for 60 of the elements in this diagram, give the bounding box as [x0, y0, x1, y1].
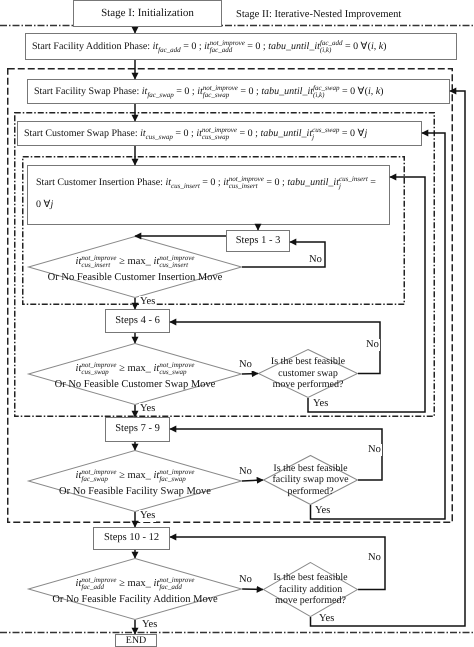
box-text: Start Facility Addition Phase: it$_{fac_add}$ = 0 ; it$_{fac_add}$$^{not_improve}$ = 0 ; tabu_until_it$_{(i,k)}$$^{fac_add}$ = 0 ∀(i, k) [32, 40, 387, 52]
decision-diamond [262, 454, 359, 506]
edge-label: Yes [139, 296, 156, 308]
process-box [73, 0, 222, 27]
condition-text: Or No Feasible Customer Insertion Move [48, 272, 222, 285]
decision-question: Is the best feasible facility swap move performed? [271, 462, 350, 498]
flow-arrow [132, 512, 138, 528]
flow-arrow [132, 550, 138, 559]
loop-boundary [14, 112, 435, 417]
flow-arrow [310, 130, 446, 520]
box-text: Start Facility Swap Phase: it$_{fac_swap}$ = 0 ; it$_{fac_swap}$$^{not_improve}$ = 0 ; tabu_until_it$_{(i,k)}$$^{fac_swap}$ = 0 ∀(i, k) [34, 86, 384, 98]
loop-boundary [7, 68, 453, 523]
condition-text: Or No Feasible Facility Addition Move [52, 594, 218, 607]
box-text: Steps 10 - 12 [104, 532, 160, 545]
flow-arrow [242, 476, 264, 484]
flow-arrow [132, 146, 138, 166]
stage-label: Stage II: Iterative-Nested Improvement [235, 9, 402, 21]
condition-text: Or No Feasible Facility Swap Move [59, 486, 211, 499]
process-box [93, 527, 170, 550]
decision-question: Is the best feasible customer swap move performed? [270, 356, 346, 391]
flow-arrow [242, 586, 264, 593]
loop-boundary [22, 156, 405, 305]
edge-label: No [365, 339, 380, 351]
process-box [17, 121, 422, 146]
process-box [105, 417, 170, 442]
flow-arrow [254, 224, 262, 231]
process-box [115, 634, 157, 647]
box-text: Stage I: Initialization [101, 6, 194, 20]
box-text: Steps 4 - 6 [115, 314, 160, 328]
box-text: END [126, 634, 146, 646]
flow-arrow [132, 333, 138, 344]
flow-arrow [132, 26, 138, 34]
process-box [27, 165, 390, 225]
box-text: Steps 7 - 9 [115, 423, 160, 436]
flow-arrow [132, 405, 138, 418]
flow-arrow [132, 298, 138, 310]
flow-arrow [307, 174, 426, 413]
flow-arrow [134, 232, 226, 240]
flow-arrow [132, 104, 138, 122]
box-text: Start Customer Insertion Phase: it$_{cus_insert}$ = 0 ; it$_{cus_insert}$$^{not_improve}$ = 0 ; tabu_until_it$_{j}$$^{cus_insert}$ = 0 ∀j [36, 174, 377, 212]
flow-arrow [132, 442, 138, 451]
flow-arrow [242, 370, 259, 378]
process-box [226, 230, 290, 252]
flow-arrow [132, 60, 138, 80]
decision-question: Is the best feasible facility addition move performed? [272, 572, 349, 607]
condition-text: Or No Feasible Customer Swap Move [54, 379, 216, 392]
edge-label: No [238, 359, 253, 371]
process-box [27, 79, 450, 104]
box-text: Steps 1 - 3 [236, 234, 280, 248]
process-box [105, 309, 170, 333]
decision-diamond [257, 348, 359, 398]
flow-arrow [169, 318, 381, 374]
flow-arrow [242, 238, 326, 268]
edge-label: No [367, 444, 382, 456]
process-box [25, 33, 457, 60]
flow-arrow [310, 88, 466, 627]
flow-arrow [132, 620, 138, 635]
flow-arrow [169, 426, 383, 481]
flow-arrow [169, 534, 386, 590]
box-text: Start Customer Swap Phase: it$_{cus_swap}$ = 0 ; it$_{cus_swap}$$^{not_improve}$ = 0 ; tabu_until_it$_{j}$$^{cus_swap}$ = 0 ∀j [24, 128, 368, 140]
